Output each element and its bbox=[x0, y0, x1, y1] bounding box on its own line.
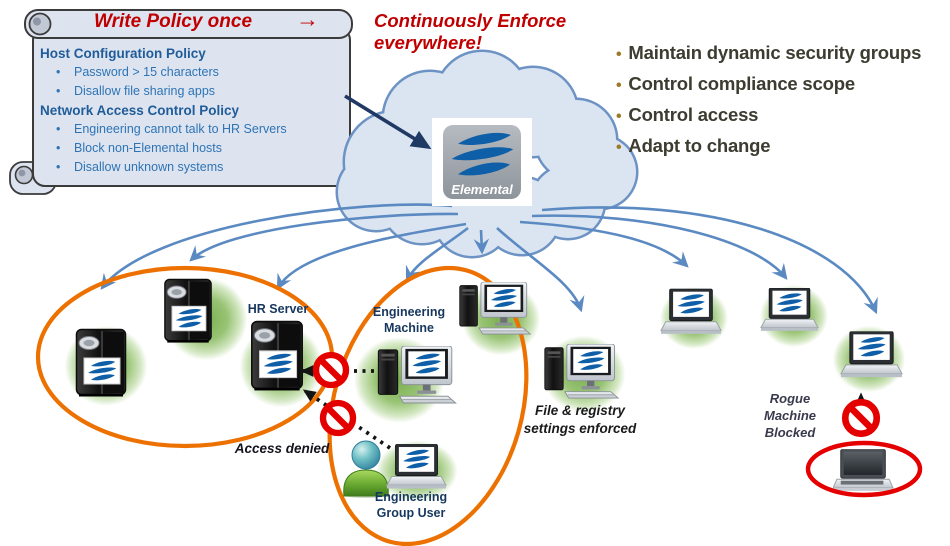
rogue-circle bbox=[805, 440, 923, 498]
scroll-title: Write Policy once bbox=[93, 11, 253, 32]
flow-arrow-9 bbox=[541, 206, 878, 315]
label-engineering-group-user: Engineering Group User bbox=[374, 490, 448, 520]
benefit-item: •Control compliance scope bbox=[616, 73, 855, 94]
label-engineering-machine: Engineering Machine bbox=[372, 305, 446, 335]
policy-list: Host Configuration Policy •Password > 15… bbox=[40, 44, 340, 177]
label-access-denied: Access denied bbox=[234, 441, 330, 456]
flow-arrow-7 bbox=[519, 220, 689, 268]
flow-arrow-5 bbox=[473, 229, 490, 255]
flow-arrow-8 bbox=[531, 214, 788, 280]
benefit-item: •Maintain dynamic security groups bbox=[616, 42, 922, 63]
policy-item: •Block non-Elemental hosts bbox=[56, 141, 222, 155]
policy-item: •Password > 15 characters bbox=[56, 65, 219, 79]
benefit-item: •Control access bbox=[616, 104, 759, 125]
policy-item: •Engineering cannot talk to HR Servers bbox=[56, 122, 287, 136]
elemental-logo: Elemental bbox=[432, 118, 532, 206]
elemental-brand-text: Elemental bbox=[451, 182, 513, 197]
flow-arrow-1 bbox=[100, 203, 453, 290]
elemental-logo-mark bbox=[443, 125, 521, 199]
policy-to-cloud-arrow bbox=[344, 94, 432, 150]
flow-arrow-4 bbox=[405, 226, 469, 283]
policy-item: •Disallow unknown systems bbox=[56, 160, 224, 174]
label-file-registry: File & registry settings enforced bbox=[523, 403, 637, 436]
flow-arrow-6 bbox=[496, 227, 585, 313]
tagline: Continuously Enforce everywhere! bbox=[374, 10, 567, 53]
policy-scroll bbox=[9, 9, 353, 195]
no-entry-icon-1 bbox=[316, 355, 346, 385]
policy-heading-nac: Network Access Control Policy bbox=[40, 103, 240, 118]
benefits-list: •Maintain dynamic security groups •Contr… bbox=[616, 42, 921, 166]
label-rogue-blocked: Rogue Machine Blocked bbox=[763, 391, 816, 440]
flow-arrow-2 bbox=[189, 212, 459, 262]
enforcement-arrows bbox=[100, 203, 878, 315]
label-hr-server: HR Server bbox=[247, 302, 309, 316]
flow-arrow-3 bbox=[276, 222, 467, 291]
policy-item: •Disallow file sharing apps bbox=[56, 84, 216, 98]
scroll-title-arrow: → bbox=[296, 6, 319, 32]
no-entry-icon-rogue bbox=[845, 402, 877, 434]
no-entry-icon-2 bbox=[323, 403, 353, 433]
policy-heading-host: Host Configuration Policy bbox=[40, 46, 206, 61]
benefit-item: •Adapt to change bbox=[616, 135, 771, 156]
